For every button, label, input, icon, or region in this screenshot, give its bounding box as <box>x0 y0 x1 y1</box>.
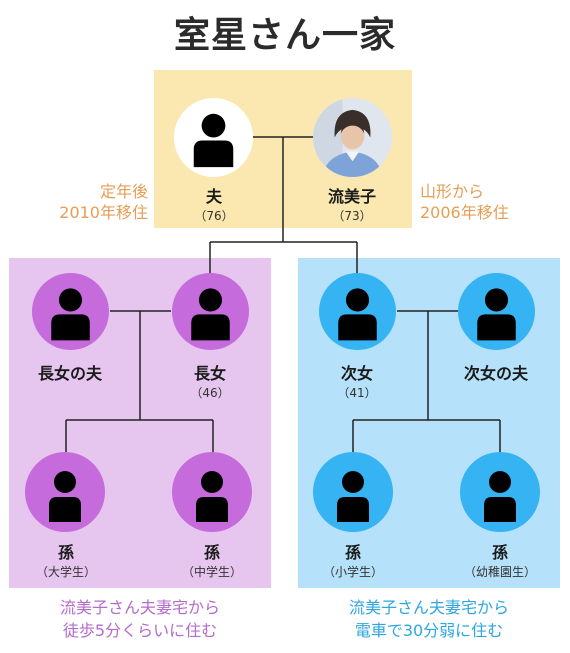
wife-move-note: 山形から 2006年移住 <box>420 181 540 223</box>
wife-note-line-2: 2006年移住 <box>420 203 509 222</box>
second-son-in-law-label: 次女の夫 <box>463 364 528 383</box>
eldest-son-in-law-label: 長女の夫 <box>37 364 102 383</box>
eldest-caption-line-1: 流美子さん夫妻宅から <box>59 598 220 617</box>
second-caption-line-2: 電車で30分弱に住む <box>354 621 504 640</box>
husband-note-line-1: 定年後 <box>99 182 148 201</box>
wife-age: （73） <box>332 209 372 223</box>
eldest-daughter-age: （46） <box>190 386 230 400</box>
second-family-caption: 流美子さん夫妻宅から 電車で30分弱に住む <box>298 596 560 642</box>
grandchild-kindergarten-label: 孫 <box>491 543 508 562</box>
person-silhouette-icon <box>460 452 540 532</box>
husband-note-line-2: 2010年移住 <box>59 203 148 222</box>
grandchild-university-label: 孫 <box>57 543 74 562</box>
grandchild-kindergarten-age: （幼稚園生） <box>463 565 536 579</box>
grandchild-middle-school-label: 孫 <box>203 543 220 562</box>
grandchild-elementary-label: 孫 <box>344 543 361 562</box>
person-silhouette-icon <box>174 98 253 177</box>
person-silhouette-icon <box>32 273 109 350</box>
person-silhouette-icon <box>172 273 249 350</box>
grandchild-university-age: （大学生） <box>35 565 96 579</box>
person-silhouette-icon <box>25 452 105 532</box>
eldest-daughter-label: 長女 <box>193 364 226 383</box>
husband-move-note: 定年後 2010年移住 <box>38 181 148 223</box>
woman-photo-icon <box>313 98 392 177</box>
grandchild-middle-school-age: （中学生） <box>181 565 242 579</box>
second-daughter-label: 次女 <box>340 364 373 383</box>
husband-age: （76） <box>194 209 234 223</box>
second-daughter-age: （41） <box>337 386 377 400</box>
wife-label: 流美子 <box>327 187 376 206</box>
eldest-family-caption: 流美子さん夫妻宅から 徒歩5分くらいに住む <box>9 596 271 642</box>
wife-note-line-1: 山形から <box>420 182 485 201</box>
person-silhouette-icon <box>458 273 535 350</box>
person-silhouette-icon <box>313 452 393 532</box>
person-silhouette-icon <box>319 273 396 350</box>
second-caption-line-1: 流美子さん夫妻宅から <box>348 598 509 617</box>
grandchild-elementary-age: （小学生） <box>322 565 383 579</box>
page-title: 室星さん一家 <box>173 15 396 56</box>
husband-label: 夫 <box>205 187 222 206</box>
person-silhouette-icon <box>172 452 252 532</box>
eldest-caption-line-2: 徒歩5分くらいに住む <box>62 621 218 640</box>
